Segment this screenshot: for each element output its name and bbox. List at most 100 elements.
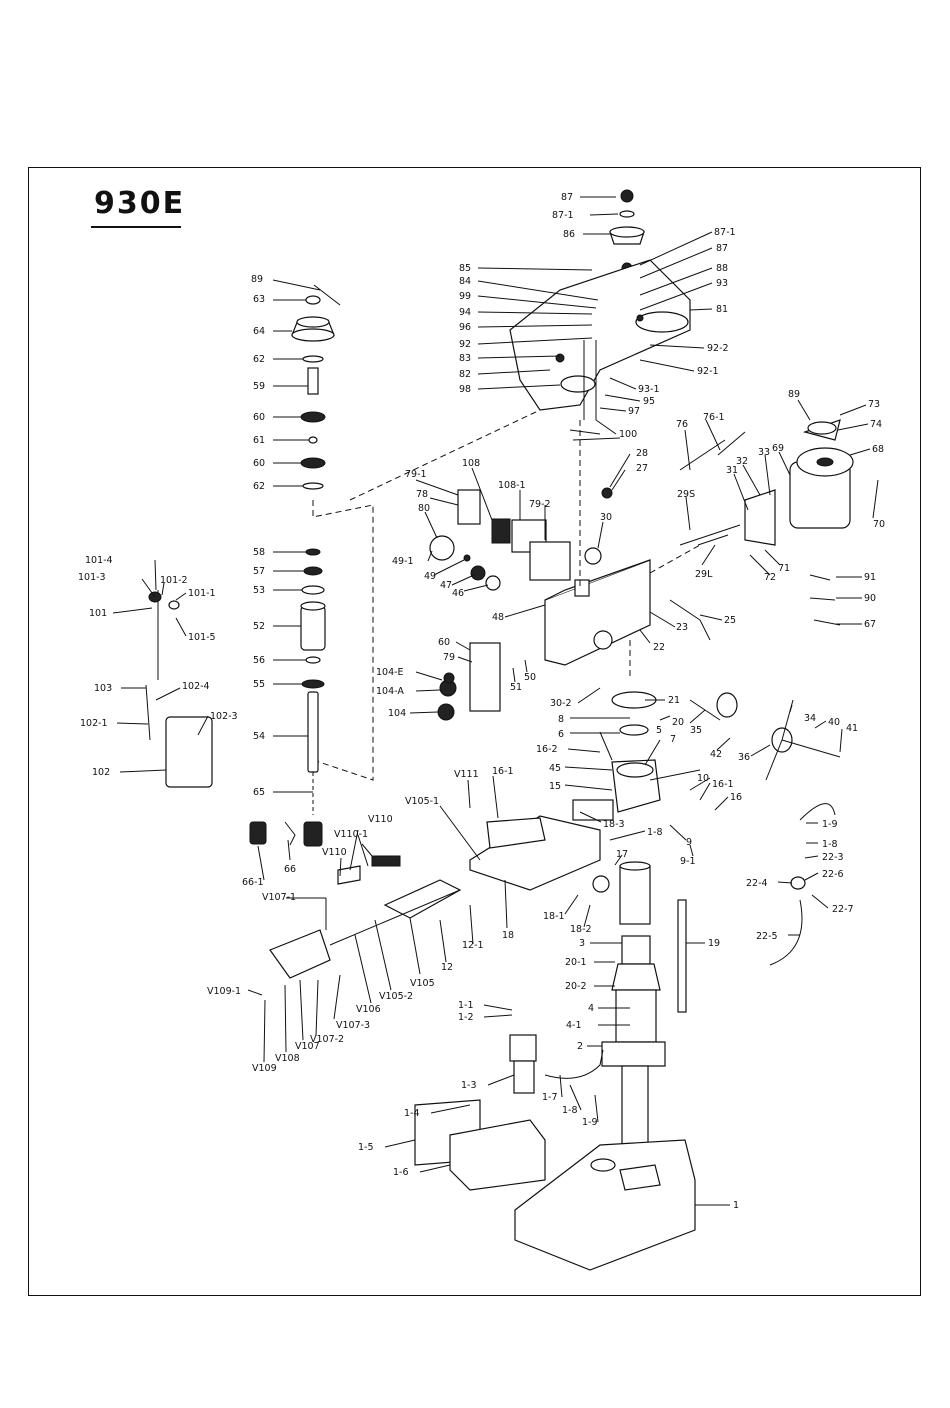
label-92-2: 92-2 <box>707 343 729 354</box>
label-1-9a: 1-9 <box>822 819 838 830</box>
label-104: 104 <box>388 708 406 719</box>
label-65: 65 <box>253 787 265 798</box>
label-62a: 62 <box>253 354 265 365</box>
drawing-frame <box>28 167 921 1296</box>
label-1-4: 1-4 <box>404 1108 420 1119</box>
label-100: 100 <box>619 429 637 440</box>
label-1-6: 1-6 <box>393 1167 409 1178</box>
label-v106: V106 <box>356 1004 381 1015</box>
label-12-1: 12-1 <box>462 940 484 951</box>
label-9-1: 9-1 <box>680 856 696 867</box>
label-36: 36 <box>738 752 750 763</box>
label-76: 76 <box>676 419 688 430</box>
label-66-1: 66-1 <box>242 877 264 888</box>
label-87: 87 <box>561 192 573 203</box>
label-v105-2: V105-2 <box>379 991 413 1002</box>
label-40: 40 <box>828 717 840 728</box>
label-4-1: 4-1 <box>566 1020 582 1031</box>
label-108: 108 <box>462 458 480 469</box>
label-16-1b: 16-1 <box>492 766 514 777</box>
label-93: 93 <box>716 278 728 289</box>
label-74: 74 <box>870 419 882 430</box>
label-80: 80 <box>418 503 430 514</box>
label-18-2: 18-2 <box>570 924 592 935</box>
label-68: 68 <box>872 444 884 455</box>
label-56: 56 <box>253 655 265 666</box>
label-25: 25 <box>724 615 736 626</box>
label-97: 97 <box>628 406 640 417</box>
label-59: 59 <box>253 381 265 392</box>
label-v105-1: V105-1 <box>405 796 439 807</box>
label-v107-2: V107-2 <box>310 1034 344 1045</box>
leader-lines <box>112 196 879 1206</box>
label-1-8c: 1-8 <box>562 1105 578 1116</box>
label-89b: 89 <box>788 389 800 400</box>
label-51: 51 <box>510 682 522 693</box>
label-66: 66 <box>284 864 296 875</box>
label-30-2: 30-2 <box>550 698 572 709</box>
label-27: 27 <box>636 463 648 474</box>
label-30: 30 <box>600 512 612 523</box>
label-60a: 60 <box>253 412 265 423</box>
label-96: 96 <box>459 322 471 333</box>
label-79-1: 79-1 <box>405 469 427 480</box>
label-101-3: 101-3 <box>78 572 106 583</box>
label-67: 67 <box>864 619 876 630</box>
label-9: 9 <box>686 837 692 848</box>
label-31: 31 <box>726 465 738 476</box>
label-70: 70 <box>873 519 885 530</box>
label-69: 69 <box>772 443 784 454</box>
label-64: 64 <box>253 326 265 337</box>
label-v111: V111 <box>454 769 479 780</box>
label-1-8b: 1-8 <box>822 839 838 850</box>
label-42: 42 <box>710 749 722 760</box>
label-1-2: 1-2 <box>458 1012 474 1023</box>
label-79-2: 79-2 <box>529 499 551 510</box>
label-6: 6 <box>558 729 564 740</box>
label-57: 57 <box>253 566 265 577</box>
model-title: 930E <box>94 186 186 221</box>
label-93-1: 93-1 <box>638 384 660 395</box>
label-72: 72 <box>764 572 776 583</box>
part-labels: 87 87-1 86 87-1 87 88 85 84 93 99 94 81 … <box>78 192 885 1211</box>
label-91: 91 <box>864 572 876 583</box>
label-98: 98 <box>459 384 471 395</box>
label-23: 23 <box>676 622 688 633</box>
label-87b: 87 <box>716 243 728 254</box>
label-82: 82 <box>459 369 471 380</box>
label-104-e: 104-E <box>376 667 404 678</box>
label-48: 48 <box>492 612 504 623</box>
label-1-5: 1-5 <box>358 1142 374 1153</box>
label-22-7: 22-7 <box>832 904 854 915</box>
label-87-1b: 87-1 <box>714 227 736 238</box>
label-17: 17 <box>616 849 628 860</box>
label-v110-1: V110-1 <box>334 829 368 840</box>
label-83: 83 <box>459 353 471 364</box>
label-54: 54 <box>253 731 265 742</box>
label-102: 102 <box>92 767 110 778</box>
label-12: 12 <box>441 962 453 973</box>
label-20-1: 20-1 <box>565 957 587 968</box>
label-46: 46 <box>452 588 464 599</box>
label-3: 3 <box>579 938 585 949</box>
label-47: 47 <box>440 580 452 591</box>
label-4: 4 <box>588 1003 594 1014</box>
label-10: 10 <box>697 773 709 784</box>
label-103: 103 <box>94 683 112 694</box>
label-32: 32 <box>736 456 748 467</box>
label-52: 52 <box>253 621 265 632</box>
label-94: 94 <box>459 307 471 318</box>
label-101-5: 101-5 <box>188 632 216 643</box>
label-60b: 60 <box>253 458 265 469</box>
label-28: 28 <box>636 448 648 459</box>
label-81: 81 <box>716 304 728 315</box>
label-8: 8 <box>558 714 564 725</box>
label-92: 92 <box>459 339 471 350</box>
label-1-9b: 1-9 <box>582 1117 598 1128</box>
label-18: 18 <box>502 930 514 941</box>
label-95: 95 <box>643 396 655 407</box>
label-v107-3: V107-3 <box>336 1020 370 1031</box>
label-33: 33 <box>758 447 770 458</box>
label-1-7: 1-7 <box>542 1092 558 1103</box>
label-71: 71 <box>778 563 790 574</box>
